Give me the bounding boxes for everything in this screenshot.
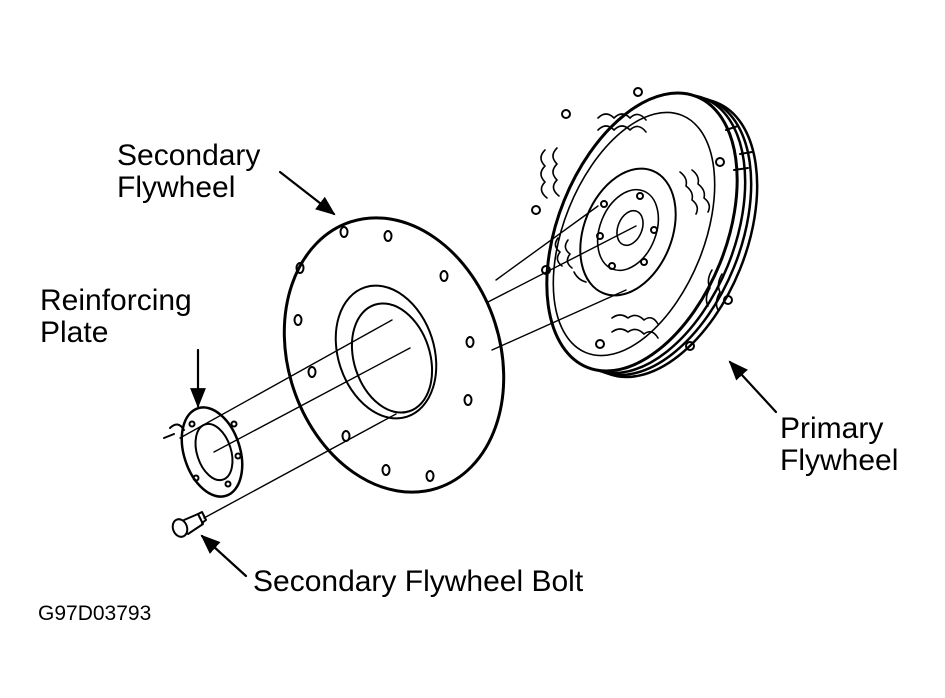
reinforcing-plate-label: Reinforcing Plate (40, 285, 192, 349)
secondary-flywheel (282, 216, 506, 494)
reinforcing-plate-label-line2: Plate (40, 316, 109, 349)
secondary-flywheel-label-line1: Secondary (117, 139, 261, 172)
reinforcing-plate-label-line1: Reinforcing (40, 284, 192, 317)
secondary-flywheel-label-line2: Flywheel (117, 171, 236, 204)
primary-flywheel-leader (728, 360, 778, 414)
alignment-lines (179, 205, 637, 519)
primary-flywheel-label: Primary Flywheel (780, 413, 898, 477)
secondary-flywheel-leader (278, 170, 336, 216)
secondary-flywheel-bolt (171, 511, 207, 538)
leader-arrows (190, 170, 778, 578)
secondary-flywheel-label: Secondary Flywheel (117, 140, 260, 204)
primary-flywheel (531, 87, 759, 379)
figure-code: G97D03793 (38, 602, 152, 625)
primary-flywheel-label-line2: Flywheel (780, 444, 899, 477)
secondary-flywheel-bolt-label: Secondary Flywheel Bolt (253, 565, 584, 598)
primary-flywheel-label-line1: Primary (780, 412, 884, 445)
bolt-leader (200, 534, 248, 578)
reinforcing-plate (163, 406, 244, 498)
